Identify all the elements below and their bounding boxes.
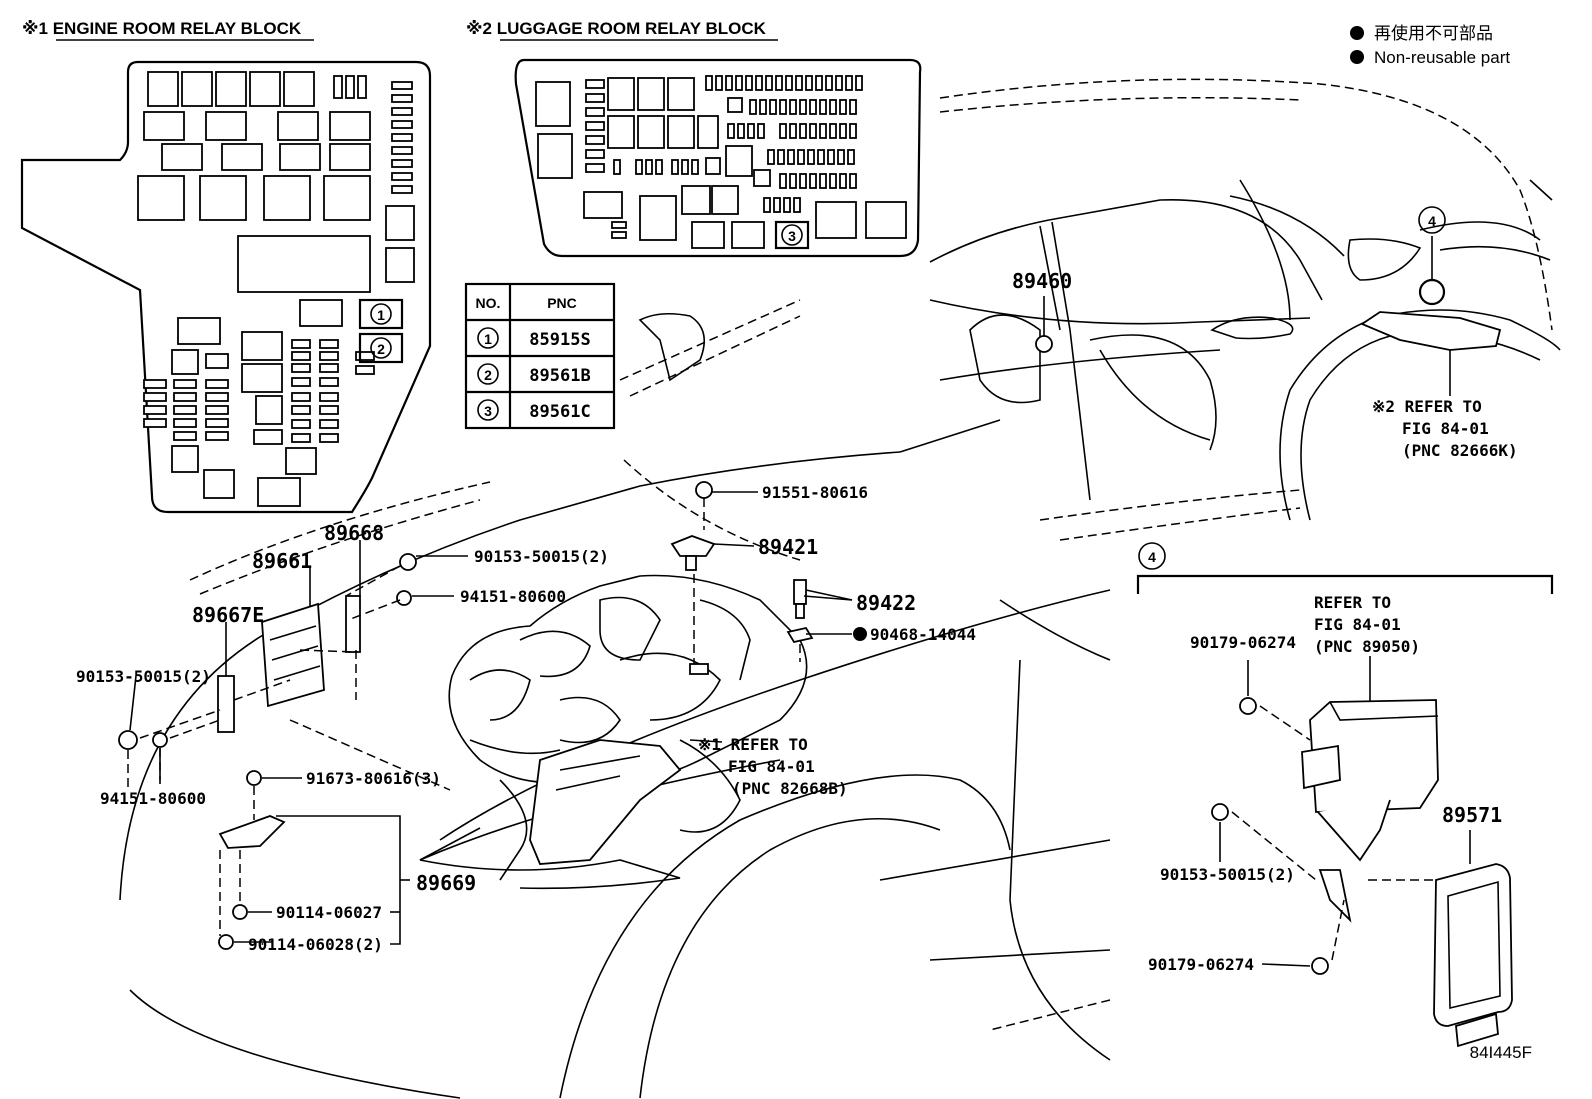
marker-4-icon	[1418, 206, 1446, 234]
refer-note-2-line2: FIG 84-01	[1402, 419, 1489, 438]
marker-1-label: 1	[377, 307, 385, 323]
part-label-90179-06274-b: 90179-06274	[1148, 955, 1254, 974]
part-label-91551-80616: 91551-80616	[762, 483, 868, 502]
refer-note-2-line1: ※2 REFER TO	[1372, 397, 1482, 416]
part-label-90114-06027: 90114-06027	[276, 903, 382, 922]
engine-room-block-title: ※1 ENGINE ROOM RELAY BLOCK	[22, 19, 302, 38]
part-label-89571: 89571	[1442, 803, 1502, 827]
detail-4-box: 4	[1136, 542, 1554, 1048]
marker-4b-label: 4	[1148, 549, 1156, 565]
table-row-pnc: 85915S	[529, 330, 590, 350]
part-label-89661: 89661	[252, 549, 312, 573]
engine-assembly	[448, 574, 808, 881]
part-label-90153-50015-b: 90153-50015(2)	[76, 667, 211, 686]
part-label-89422: 89422	[856, 591, 916, 615]
part-label-90179-06274-a: 90179-06274	[1190, 633, 1296, 652]
part-label-89421: 89421	[758, 535, 818, 559]
part-label-91673-80616: 91673-80616(3)	[306, 769, 441, 788]
refer-note-4-line1: REFER TO	[1314, 593, 1391, 612]
refer-note-1-line3: (PNC 82668B)	[732, 779, 848, 798]
refer-notes: ※2 REFER TO FIG 84-01 (PNC 82666K) ※1 RE…	[698, 397, 1518, 798]
luggage-room-relay-block: 3	[514, 58, 922, 258]
marker-2-icon	[370, 337, 392, 359]
part-label-90114-06028: 90114-06028(2)	[248, 935, 383, 954]
table-row-no: 3	[484, 403, 492, 419]
non-reusable-dot-icon	[1350, 26, 1364, 40]
table-row-no: 1	[484, 331, 492, 347]
table-header-no: NO.	[476, 295, 501, 311]
marker-2-label: 2	[377, 341, 385, 357]
part-label-90153-50015-c: 90153-50015(2)	[1160, 865, 1295, 884]
table-row-pnc: 89561B	[529, 366, 590, 386]
mini-fuse-row	[613, 75, 863, 213]
marker-4-icon	[1138, 542, 1166, 570]
sensors	[670, 481, 814, 662]
part-label-89667E: 89667E	[192, 603, 264, 627]
luggage-room-block-title: ※2 LUGGAGE ROOM RELAY BLOCK	[466, 19, 767, 38]
refer-note-4-line2: FIG 84-01	[1314, 615, 1401, 634]
non-reusable-dot-icon	[853, 627, 867, 641]
marker-1-icon	[370, 303, 392, 325]
non-reusable-dot-icon	[1350, 50, 1364, 64]
engine-room-relay-block: 1 2	[20, 60, 432, 514]
ecu-assembly	[118, 553, 451, 950]
refer-note-1-line1: ※1 REFER TO	[698, 735, 808, 754]
part-label-89668: 89668	[324, 521, 384, 545]
figure-code: 84I445F	[1470, 1043, 1532, 1062]
table-header-pnc: PNC	[547, 295, 577, 311]
refer-note-4-line3: (PNC 89050)	[1314, 637, 1420, 656]
part-label-94151-80600-a: 94151-80600	[460, 587, 566, 606]
marker-3-icon	[781, 224, 803, 246]
refer-note-2-line3: (PNC 82666K)	[1402, 441, 1518, 460]
table-row-no: 2	[484, 367, 492, 383]
part-label-89460: 89460	[1012, 269, 1072, 293]
pnc-table: NO. PNC 1 85915S 2 89561B 3 89561C	[464, 282, 616, 430]
marker-3-label: 3	[788, 228, 796, 244]
legend-en: Non-reusable part	[1374, 48, 1510, 67]
part-labels: 89460 91551-80616 89421 89422 90468-1404…	[76, 269, 1502, 974]
rear-car-outline: 4	[929, 78, 1561, 541]
part-label-90468-14044: 90468-14044	[870, 625, 976, 644]
legend-jp: 再使用不可部品	[1374, 23, 1493, 43]
marker-4-label: 4	[1428, 213, 1436, 229]
table-row-pnc: 89561C	[529, 402, 590, 422]
part-label-94151-80600-b: 94151-80600	[100, 789, 206, 808]
refer-note-1-line2: FIG 84-01	[728, 757, 815, 776]
part-label-89669: 89669	[416, 871, 476, 895]
leader-lines	[129, 491, 1371, 967]
part-label-90153-50015-a: 90153-50015(2)	[474, 547, 609, 566]
